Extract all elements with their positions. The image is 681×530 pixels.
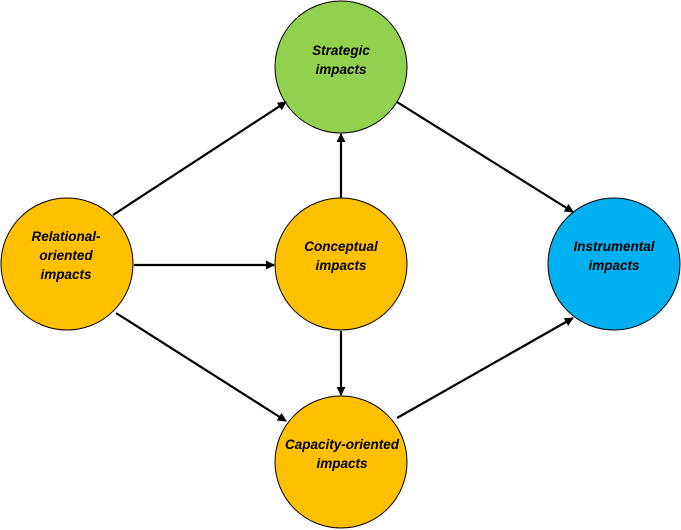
strategic-node	[274, 0, 408, 134]
arrow-relational-to-capacity	[115, 312, 287, 422]
conceptual-impacts-label: Conceptual impacts	[304, 239, 378, 273]
capacity-node	[274, 395, 408, 529]
arrow-capacity-to-instrumental	[396, 317, 574, 419]
capacity-oriented-impacts-label: Capacity-oriented impacts	[284, 437, 400, 471]
instrumental-impacts-label: Instrumental impacts	[573, 239, 655, 273]
arrow-strategic-to-instrumental	[396, 101, 574, 213]
relational-oriented-impacts-label: Relational- oriented impacts	[31, 228, 101, 282]
instrumental-node	[547, 197, 681, 331]
relational-node	[0, 197, 134, 331]
arrow-relational-to-strategic	[112, 101, 287, 216]
strategic-impacts-label: Strategic impacts	[312, 43, 370, 77]
